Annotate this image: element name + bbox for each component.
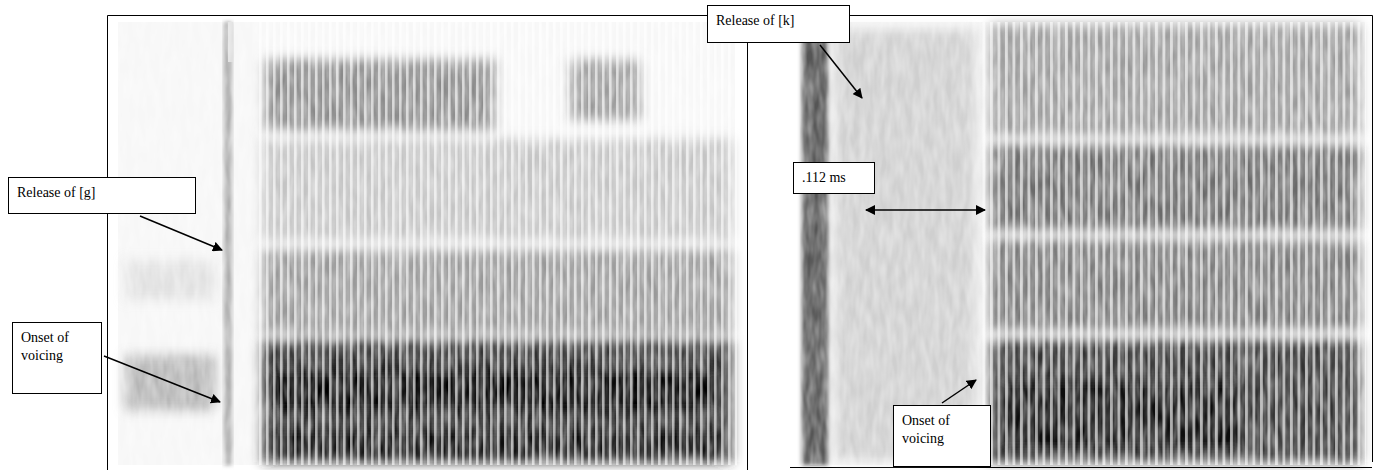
callout-box: Onset of voicing <box>893 405 991 467</box>
callout-text: Onset of voicing <box>902 412 982 448</box>
leader-arrow <box>820 45 862 98</box>
callout-text: Release of [g] <box>17 184 96 202</box>
callout-box: Release of [k] <box>707 5 850 43</box>
dimension-arrow <box>866 209 985 211</box>
callout-text: .112 ms <box>802 169 846 187</box>
callout-text: Release of [k] <box>716 12 795 30</box>
leader-arrow <box>942 380 976 403</box>
callout-box: Onset of voicing <box>12 322 102 394</box>
callout-box: Release of [g] <box>8 177 196 214</box>
leader-arrow <box>140 216 222 250</box>
panel-frame <box>108 16 1373 470</box>
callout-box: .112 ms <box>793 162 875 194</box>
callout-text: Onset of voicing <box>21 329 93 365</box>
leader-arrow <box>104 356 220 402</box>
spectrogram-k <box>800 22 1366 465</box>
